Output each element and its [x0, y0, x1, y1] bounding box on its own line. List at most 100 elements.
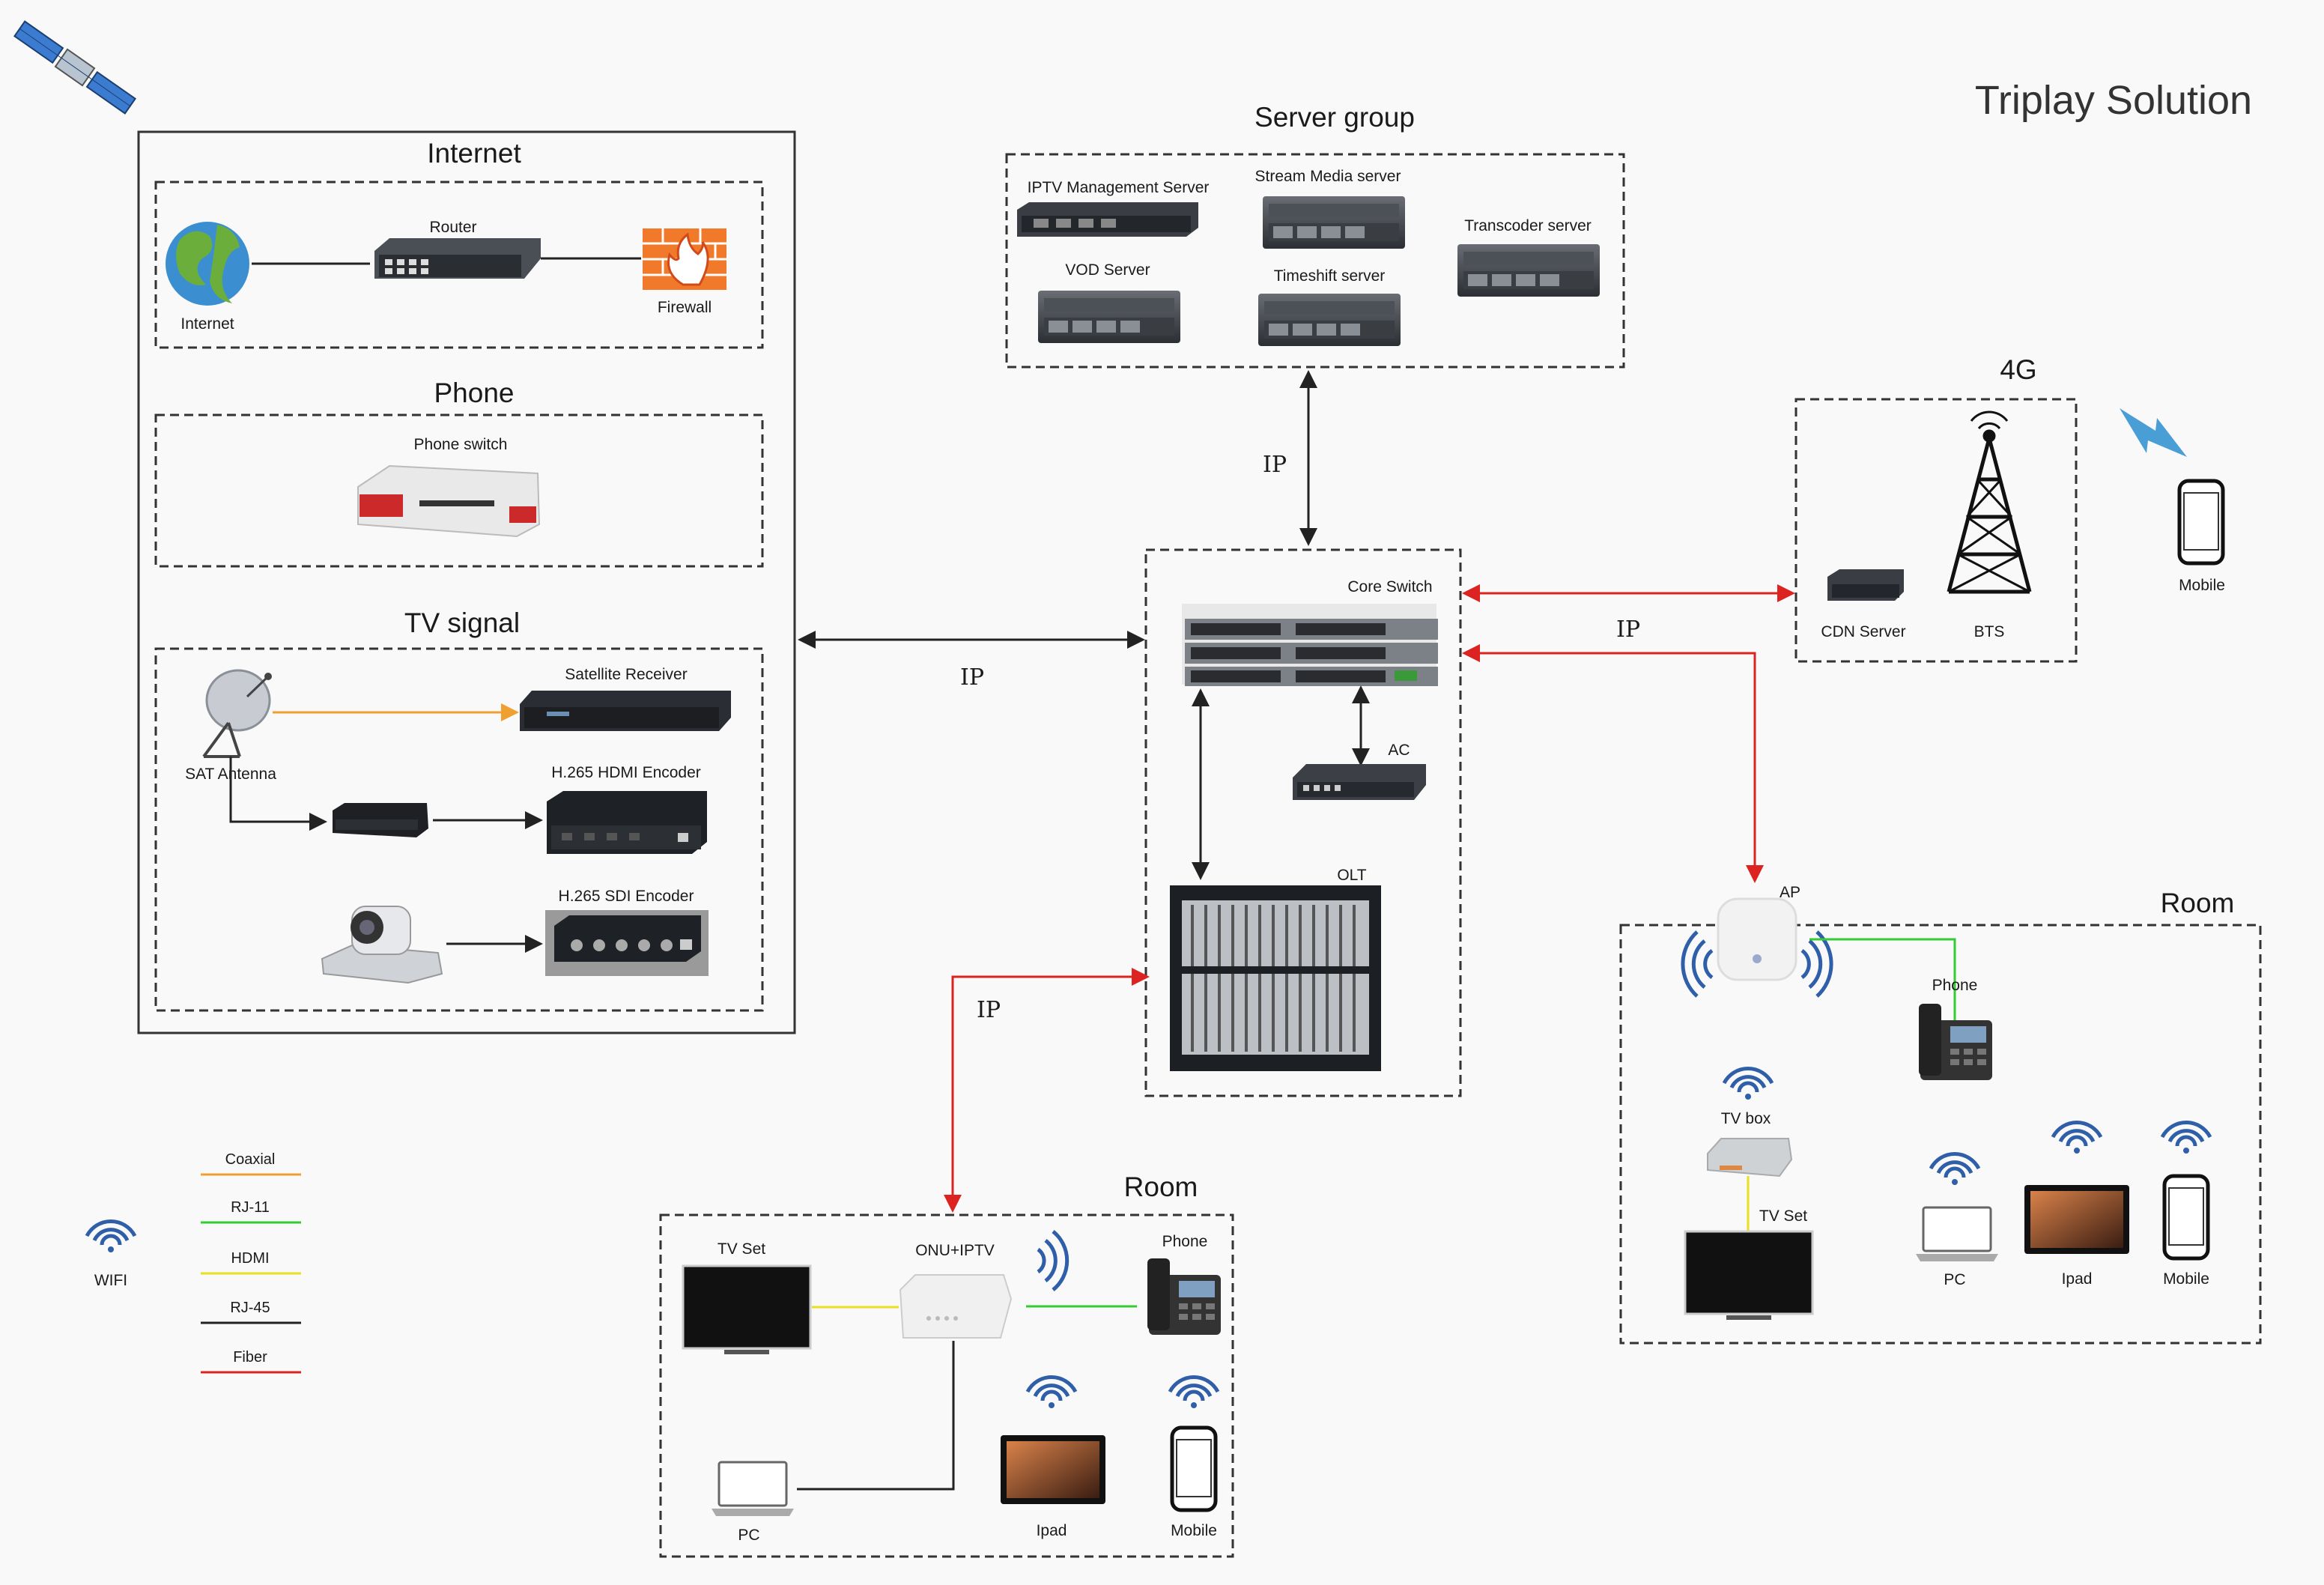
vod-server-icon	[1038, 291, 1180, 343]
room-bottom-mobile-wifi-icon	[1170, 1377, 1218, 1408]
legend-label-hdmi: HDMI	[231, 1250, 269, 1267]
label-cdn-server: CDN Server	[1821, 623, 1905, 640]
wifi-legend-icon	[87, 1221, 135, 1252]
label-room-bottom-mobile: Mobile	[1171, 1522, 1217, 1539]
stream-media-server-icon	[1263, 196, 1405, 249]
label-bts: BTS	[1974, 623, 2005, 640]
room-right-tv-icon	[1684, 1230, 1814, 1321]
ap-wifi-left-icon	[1681, 930, 1714, 998]
label-room-bottom-pc: PC	[738, 1527, 759, 1544]
router-icon	[374, 238, 541, 279]
room-right-laptop-icon	[1914, 1206, 2000, 1263]
onu-wifi-icon	[1037, 1230, 1070, 1291]
room-bottom-ipad-icon	[1001, 1435, 1105, 1504]
label-firewall: Firewall	[658, 299, 712, 316]
hdmi-encoder-icon	[547, 791, 707, 854]
core-switch-icon	[1182, 604, 1438, 686]
sdi-encoder-icon	[545, 910, 709, 976]
cdn-server-icon	[1827, 569, 1904, 601]
bts-tower-icon	[1947, 410, 2032, 594]
group-title-room-right: Room	[2161, 888, 2235, 918]
internet-group	[154, 181, 764, 349]
label-tv-box: TV box	[1721, 1110, 1771, 1127]
label-mobile-4g: Mobile	[2179, 577, 2225, 594]
link-label-ip-olt: IP	[977, 997, 1001, 1023]
media-box-icon	[333, 803, 428, 837]
legend-label-coaxial: Coaxial	[225, 1151, 276, 1168]
label-onu-iptv: ONU+IPTV	[915, 1242, 995, 1259]
label-internet: Internet	[180, 315, 234, 333]
room-bottom-mobile-icon	[1172, 1428, 1216, 1510]
label-vod-server: VOD Server	[1065, 261, 1150, 279]
label-room-bottom-phone: Phone	[1162, 1233, 1208, 1250]
room-bottom-tv-icon	[682, 1264, 812, 1356]
link-label-ip-internet: IP	[960, 664, 984, 691]
room-bottom-phone-icon	[1147, 1258, 1221, 1335]
label-room-right-phone: Phone	[1932, 977, 1978, 994]
room-right-ipad-icon	[2024, 1185, 2129, 1254]
server-group	[1005, 153, 1625, 369]
satellite-icon	[13, 20, 136, 115]
olt-icon	[1170, 885, 1381, 1071]
ipad-wifi-icon	[2053, 1122, 2101, 1154]
label-router: Router	[429, 219, 476, 236]
label-transcoder-server: Transcoder server	[1464, 217, 1592, 234]
room-right-mobile-icon	[2164, 1176, 2208, 1258]
room-bottom-laptop-icon	[710, 1461, 795, 1518]
phone-switch-icon	[357, 464, 541, 538]
label-satellite-receiver: Satellite Receiver	[565, 666, 687, 683]
label-room-bottom-tv-set: TV Set	[717, 1240, 765, 1258]
label-hdmi-encoder: H.265 HDMI Encoder	[551, 764, 701, 781]
wifi-legend-label: WIFI	[94, 1272, 127, 1289]
pc-wifi-icon	[1931, 1154, 1979, 1185]
group-title-internet: Internet	[427, 138, 521, 169]
iptv-management-server-icon	[1017, 202, 1198, 237]
room-bottom	[659, 1213, 1234, 1558]
group-title-4g: 4G	[2000, 354, 2036, 385]
mobile-4g-icon	[2179, 481, 2223, 563]
label-room-right-mobile: Mobile	[2163, 1270, 2209, 1288]
label-timeshift-server: Timeshift server	[1274, 267, 1386, 285]
room-right	[1619, 924, 2262, 1345]
link-label-ip-server: IP	[1263, 452, 1287, 478]
link-label-ip-4g: IP	[1616, 616, 1640, 643]
legend-label-rj-45: RJ-45	[230, 1300, 270, 1316]
phone-group	[154, 413, 764, 568]
label-room-right-ipad: Ipad	[2062, 1270, 2093, 1288]
satellite-receiver-icon	[520, 691, 731, 731]
satellite-dish-icon	[202, 669, 272, 758]
label-room-right-tv-set: TV Set	[1759, 1207, 1807, 1225]
headend-region	[137, 130, 796, 1034]
label-sdi-encoder: H.265 SDI Encoder	[559, 888, 694, 905]
ptz-camera-icon	[321, 906, 443, 984]
timeshift-server-icon	[1258, 294, 1401, 346]
room-bottom-ipad-wifi-icon	[1028, 1377, 1075, 1408]
diagram-title: Triplay Solution	[1975, 78, 2252, 123]
onu-icon	[899, 1274, 1013, 1339]
globe-icon	[166, 222, 249, 306]
ap-wifi-right-icon	[1800, 930, 1833, 998]
label-ap: AP	[1780, 884, 1800, 901]
label-room-right-pc: PC	[1944, 1271, 1965, 1288]
tv-signal-group	[154, 647, 764, 1012]
label-stream-media-server: Stream Media server	[1255, 168, 1401, 185]
label-phone-switch: Phone switch	[414, 436, 508, 453]
label-olt: OLT	[1337, 867, 1366, 884]
label-ac: AC	[1388, 742, 1410, 759]
core-group	[1144, 548, 1462, 1097]
mobile-wifi-icon	[2162, 1122, 2210, 1154]
legend-label-fiber: Fiber	[233, 1349, 267, 1366]
firewall-icon	[643, 228, 726, 290]
label-iptv-management-server: IPTV Management Server	[1028, 179, 1210, 196]
lightning-icon	[2120, 408, 2187, 457]
access-point-icon	[1717, 897, 1797, 981]
ac-controller-icon	[1293, 764, 1426, 800]
tv-box-wifi-icon	[1724, 1068, 1772, 1100]
label-room-bottom-ipad: Ipad	[1037, 1522, 1067, 1539]
transcoder-server-icon	[1457, 244, 1600, 297]
group-title-tv-signal: TV signal	[404, 607, 520, 638]
group-title-server-group: Server group	[1254, 102, 1415, 133]
4g-group	[1794, 398, 2078, 663]
